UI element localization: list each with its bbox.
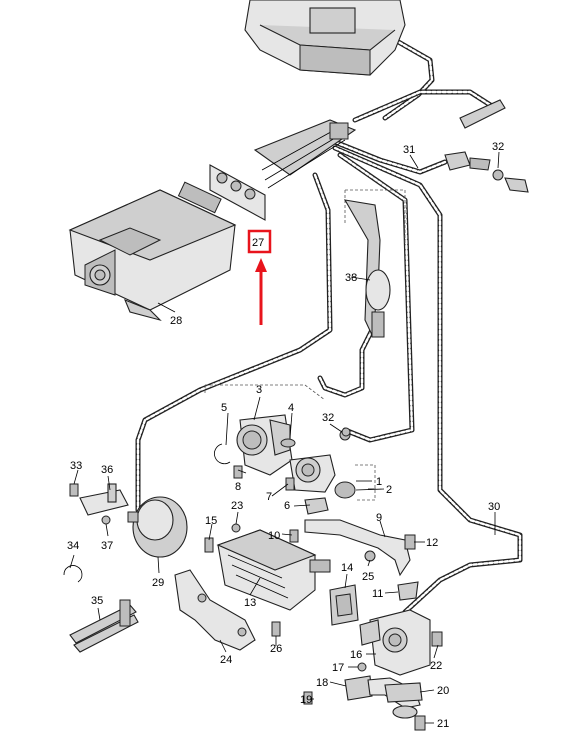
bolt-19 bbox=[303, 691, 313, 705]
callout-35: 35 bbox=[91, 595, 103, 607]
callout-21: 21 bbox=[437, 718, 449, 730]
callout-5: 5 bbox=[221, 402, 227, 414]
throttle-valve-assembly-3 bbox=[236, 414, 293, 476]
connecting-pipe-9 bbox=[304, 519, 411, 577]
bolt-21 bbox=[414, 715, 426, 731]
callout-30: 30 bbox=[488, 501, 500, 513]
bolt-17 bbox=[357, 662, 367, 672]
assembly-bracket-1 bbox=[355, 464, 376, 501]
gasket-21 bbox=[392, 705, 418, 719]
bolt-15 bbox=[204, 537, 214, 553]
callout-38: 38 bbox=[345, 272, 357, 284]
callout-14: 14 bbox=[341, 562, 353, 574]
bolt-33 bbox=[69, 483, 79, 497]
bolt-7 bbox=[285, 477, 295, 491]
callout-26: 26 bbox=[270, 643, 282, 655]
hose-clip-34 bbox=[63, 565, 83, 583]
bolt-26 bbox=[271, 621, 281, 637]
check-valve-31 bbox=[444, 151, 491, 171]
callout-29: 29 bbox=[152, 577, 164, 589]
clip-32-lower bbox=[341, 427, 351, 437]
bolt-12 bbox=[404, 534, 416, 550]
assembly-bracket-3 bbox=[204, 384, 326, 401]
leader-lines bbox=[69, 151, 500, 724]
callout-11: 11 bbox=[372, 588, 383, 600]
valve-housing-16 bbox=[359, 609, 431, 676]
callout-10: 10 bbox=[268, 530, 280, 542]
clamp-11 bbox=[397, 581, 419, 601]
callout-7: 7 bbox=[266, 491, 272, 503]
callout-19: 19 bbox=[300, 694, 312, 706]
callout-1: 1 bbox=[376, 476, 382, 488]
highlight-box bbox=[247, 229, 272, 254]
callout-34: 34 bbox=[67, 540, 79, 552]
callout-32-top: 32 bbox=[492, 141, 504, 153]
callout-13: 13 bbox=[244, 597, 256, 609]
bracket-36 bbox=[79, 483, 129, 516]
callout-33: 33 bbox=[70, 460, 82, 472]
assembly-bracket-38 bbox=[344, 189, 406, 245]
callout-20: 20 bbox=[437, 685, 449, 697]
control-unit bbox=[68, 181, 237, 322]
mounting-bracket-24 bbox=[174, 569, 256, 651]
callout-37: 37 bbox=[101, 540, 113, 552]
bolt-10 bbox=[289, 529, 299, 543]
callout-2: 2 bbox=[386, 484, 392, 496]
callout-32-lower: 32 bbox=[322, 412, 334, 424]
solenoid-valve-block bbox=[209, 119, 357, 221]
callout-17: 17 bbox=[332, 662, 344, 674]
bolt-23 bbox=[231, 523, 241, 533]
callout-31: 31 bbox=[403, 144, 415, 156]
bolt-22 bbox=[431, 631, 443, 647]
connector-32-top bbox=[492, 169, 529, 193]
callout-6: 6 bbox=[284, 500, 290, 512]
gasket-20 bbox=[384, 682, 423, 703]
air-filter-housing bbox=[244, 0, 406, 76]
egr-cooler-13 bbox=[216, 529, 331, 611]
callout-24: 24 bbox=[220, 654, 232, 666]
callout-labels: 1 2 3 4 5 6 7 8 9 10 11 12 13 14 15 16 1… bbox=[67, 141, 504, 730]
callout-3: 3 bbox=[256, 384, 262, 396]
callout-27: 27 bbox=[252, 237, 264, 249]
bolt-25 bbox=[364, 550, 376, 562]
circlip-5 bbox=[214, 443, 231, 465]
callout-4: 4 bbox=[288, 402, 294, 414]
callout-18: 18 bbox=[316, 677, 328, 689]
gasket-6 bbox=[304, 497, 329, 515]
cable-tie-35 bbox=[69, 599, 139, 653]
callout-22: 22 bbox=[430, 660, 442, 672]
gasket-14 bbox=[329, 584, 359, 626]
o-ring-1 bbox=[334, 481, 356, 499]
nut-37 bbox=[101, 515, 111, 525]
callout-28: 28 bbox=[170, 315, 182, 327]
callout-23: 23 bbox=[231, 500, 243, 512]
callout-36: 36 bbox=[101, 464, 113, 476]
egr-valve-1 bbox=[289, 429, 351, 493]
gasket-18 bbox=[344, 675, 373, 701]
callout-16: 16 bbox=[350, 649, 362, 661]
pressure-converter-38 bbox=[343, 199, 391, 338]
vacuum-reservoir-29 bbox=[127, 496, 188, 558]
callout-9: 9 bbox=[376, 512, 382, 524]
callout-15: 15 bbox=[205, 515, 217, 527]
connector-right-top bbox=[459, 99, 506, 129]
bolt-8 bbox=[233, 465, 243, 479]
highlight-arrow bbox=[255, 258, 267, 325]
callout-12: 12 bbox=[426, 537, 438, 549]
callout-8: 8 bbox=[235, 481, 241, 493]
o-ring-4 bbox=[280, 438, 296, 448]
callout-25: 25 bbox=[362, 571, 374, 583]
